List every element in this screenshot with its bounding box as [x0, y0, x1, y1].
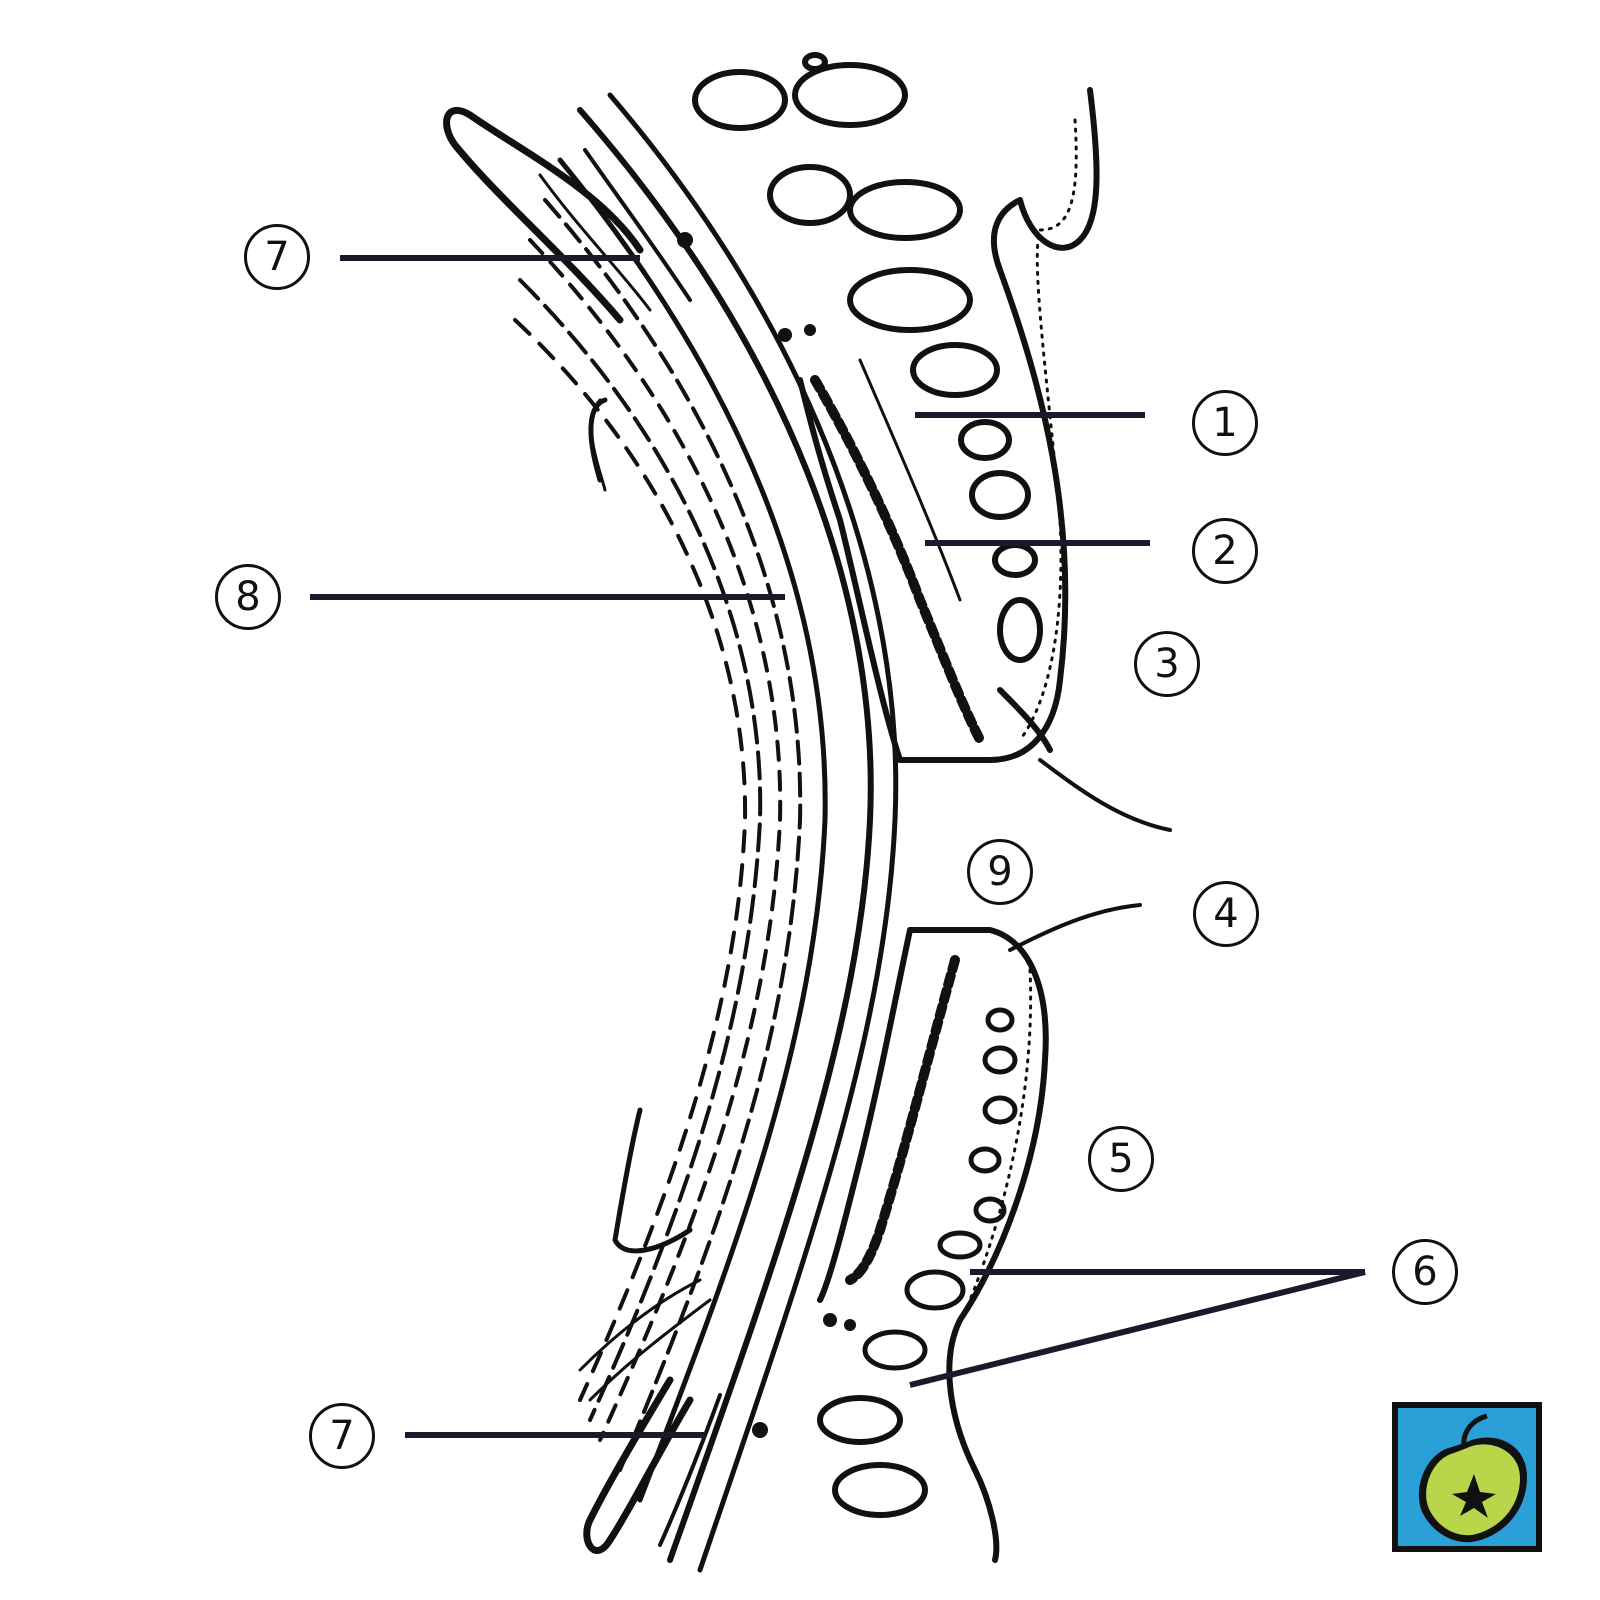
label-3: 3 [1134, 631, 1200, 697]
label-3-text: 3 [1154, 641, 1180, 687]
label-2-text: 2 [1212, 528, 1238, 574]
label-2: 2 [1192, 518, 1258, 584]
leader-lines [310, 255, 1366, 1438]
label-5: 5 [1088, 1126, 1154, 1192]
label-9: 9 [967, 839, 1033, 905]
label-7-lower: 7 [309, 1403, 375, 1469]
label-8-text: 8 [235, 574, 261, 620]
label-1: 1 [1192, 390, 1258, 456]
label-8: 8 [215, 564, 281, 630]
lower-eyelid [817, 903, 1142, 1563]
apple-logo-icon [1392, 1402, 1542, 1552]
label-9-text: 9 [987, 849, 1013, 895]
lower-gland-lobules [752, 1007, 1018, 1518]
label-4-text: 4 [1213, 891, 1239, 937]
leader-6b [909, 1269, 1366, 1388]
upper-eyelid [797, 87, 1172, 832]
label-6: 6 [1392, 1239, 1458, 1305]
label-4: 4 [1193, 881, 1259, 947]
label-7-upper: 7 [244, 224, 310, 290]
label-1-text: 1 [1212, 400, 1238, 446]
label-7-upper-text: 7 [264, 234, 290, 280]
label-5-text: 5 [1108, 1136, 1134, 1182]
upper-gland-lobules [677, 52, 1043, 663]
label-6-text: 6 [1412, 1249, 1438, 1295]
cornea-layers [513, 92, 899, 1573]
label-7-lower-text: 7 [329, 1413, 355, 1459]
upper-conjunctiva-fold [443, 106, 692, 324]
